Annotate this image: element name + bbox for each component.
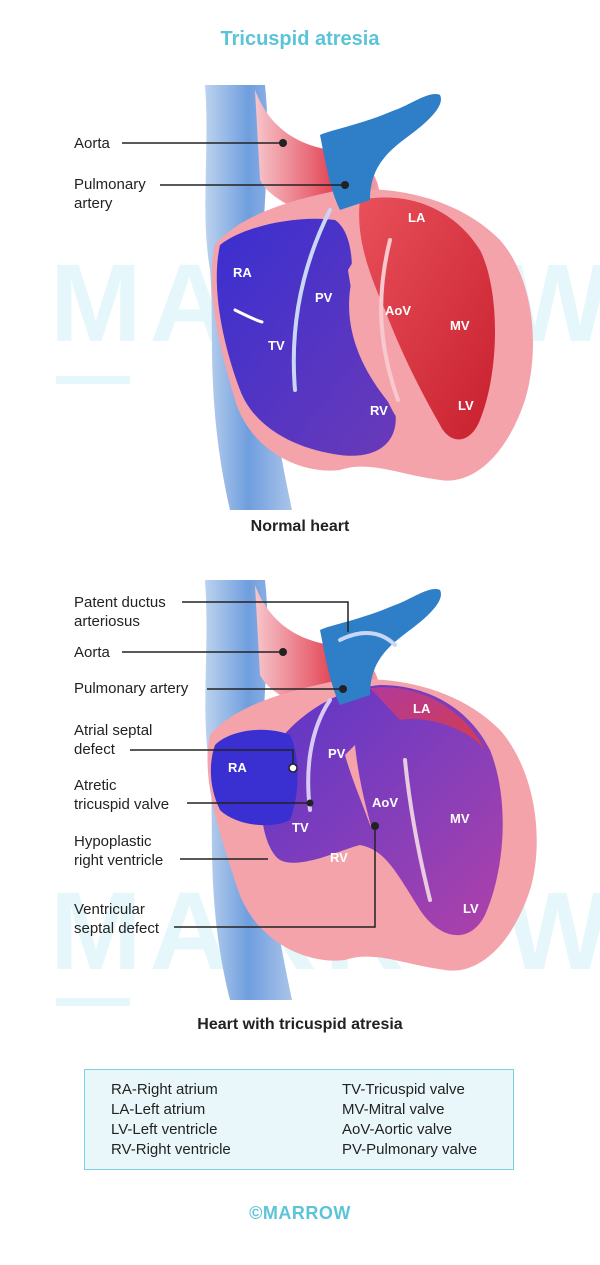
callout-pda-line2: arteriosus [74,613,140,630]
callout-asd: Atrial septal defect [74,721,152,759]
callout-atretic-line1: Atretic [74,777,117,794]
atresia-heart-caption: Heart with tricuspid atresia [197,1016,403,1033]
callout-aorta-atresia: Aorta [74,644,110,661]
label-la: LA [408,210,426,225]
callout-pulmonary-line1: Pulmonary [74,176,146,193]
atresia-heart-illustration: RA LA PV AoV MV TV RV LV [122,580,537,1000]
watermark-bar-bottom [56,998,130,1006]
callout-pda-line1: Patent ductus [74,594,166,611]
label-tv-atresia: TV [292,820,309,835]
label-lv: LV [458,398,474,413]
legend-item: TV-Tricuspid valve [342,1081,465,1098]
legend-box: RA-Right atrium LA-Left atrium LV-Left v… [84,1069,514,1170]
legend-item: PV-Pulmonary valve [342,1141,478,1158]
label-pv: PV [315,290,333,305]
callout-pulmonary-line2: artery [74,195,113,212]
watermark-bar-top [56,376,130,384]
label-pv-atresia: PV [328,746,346,761]
callout-pda: Patent ductus arteriosus [74,593,166,631]
label-mv: MV [450,318,470,333]
label-tv: TV [268,338,285,353]
callout-vsd: Ventricular septal defect [74,900,159,938]
normal-heart-caption: Normal heart [250,518,350,535]
callout-atretic-line2: tricuspid valve [74,796,170,813]
label-mv-atresia: MV [450,811,470,826]
legend-left-column: RA-Right atrium LA-Left atrium LV-Left v… [111,1080,231,1160]
legend-right-column: TV-Tricuspid valve MV-Mitral valve AoV-A… [342,1080,477,1160]
legend-item: RV-Right ventricle [111,1141,231,1158]
label-la-atresia: LA [413,701,431,716]
legend-item: AoV-Aortic valve [342,1121,453,1138]
normal-heart-illustration: RA LA PV AoV MV TV RV LV [122,85,533,510]
label-rv: RV [370,403,388,418]
callout-vsd-line2: septal defect [74,920,160,937]
callout-hypoplastic-rv: Hypoplastic right ventricle [74,832,163,870]
callout-pulmonary-artery-atresia: Pulmonary artery [74,680,189,697]
label-aov: AoV [385,303,411,318]
callout-aorta-normal: Aorta [74,135,110,152]
legend-item: LV-Left ventricle [111,1121,218,1138]
label-lv-atresia: LV [463,901,479,916]
footer-logo: ©MARROW [249,1203,351,1223]
callout-asd-line1: Atrial septal [74,722,153,739]
label-rv-atresia: RV [330,850,348,865]
legend-item: LA-Left atrium [111,1101,206,1118]
callout-atretic-tv: Atretic tricuspid valve [74,776,169,814]
page-title: Tricuspid atresia [220,28,380,50]
callout-hypo-line2: right ventricle [74,852,164,869]
label-aov-atresia: AoV [372,795,398,810]
legend-item: RA-Right atrium [111,1081,218,1098]
callout-pulmonary-artery-normal: Pulmonary artery [74,175,146,213]
label-ra: RA [233,265,252,280]
legend-item: MV-Mitral valve [342,1101,445,1118]
callout-hypo-line1: Hypoplastic [74,833,152,850]
callout-asd-line2: defect [74,741,115,758]
label-ra-atresia: RA [228,760,247,775]
callout-vsd-line1: Ventricular [74,901,145,918]
